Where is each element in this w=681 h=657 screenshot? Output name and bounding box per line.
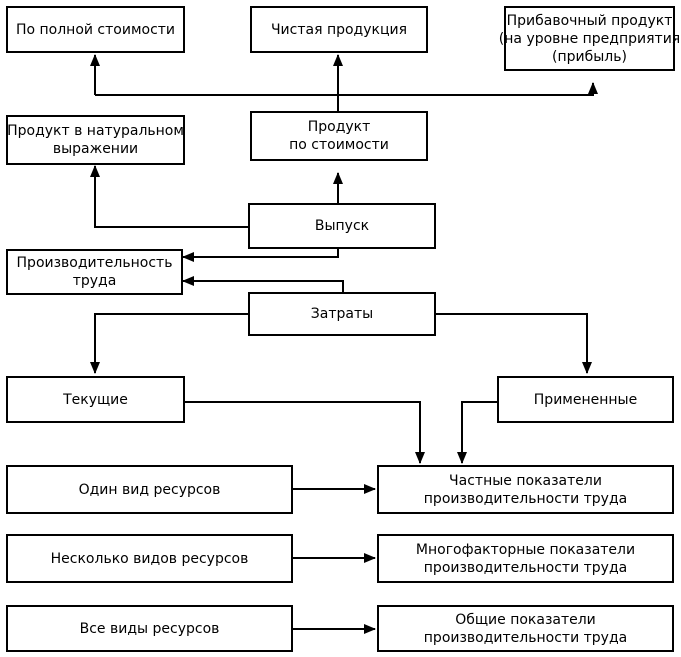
surplus-product-box: Прибавочный продукт (на уровне предприят… [499, 6, 680, 71]
output-text: Выпуск [314, 218, 370, 234]
costs-to-applied-arrow [436, 313, 592, 374]
costs-box: Затраты [248, 292, 436, 336]
current-text: Текущие [63, 391, 128, 408]
output-box: Выпуск [248, 203, 436, 249]
costs-to-current-arrow [90, 313, 248, 374]
multifactor-indicators-box: Многофакторные показатели производительн… [377, 534, 674, 583]
net-production-box: Чистая продукция [250, 6, 428, 53]
several-resources-box: Несколько видов ресурсов [6, 534, 293, 583]
output-to-natural-arrow [90, 165, 248, 228]
general-indicators-line-2: производительности труда [423, 629, 628, 646]
all-resources-text: Все виды ресурсов [79, 620, 220, 637]
costs-to-productivity-arrow [182, 276, 344, 292]
value-product-line-2: по стоимости [289, 137, 389, 153]
surplus-product-line-1: Прибавочный продукт [506, 12, 673, 29]
output-to-productivity-arrow [182, 249, 339, 262]
current-to-partial-arrow [185, 401, 425, 464]
natural-product-line-2: выражении [52, 141, 139, 157]
general-indicators-line-1: Общие показатели [455, 611, 596, 628]
full-cost-text: По полной стоимости [15, 21, 176, 38]
productivity-line-2: труда [72, 273, 117, 289]
partial-indicators-line-1: Частные показатели [449, 472, 602, 489]
partial-indicators-line-2: производительности труда [423, 490, 628, 507]
all-resources-box: Все виды ресурсов [6, 605, 293, 652]
value-product-box: Продукт по стоимости [250, 111, 428, 161]
surplus-product-line-2: (на уровне предприятия [498, 30, 681, 47]
partial-indicators-box: Частные показатели производительности тр… [377, 465, 674, 514]
productivity-line-1: Производительность [16, 255, 173, 271]
general-indicators-box: Общие показатели производительности труд… [377, 605, 674, 652]
value-product-line-1: Продукт [307, 119, 371, 135]
applied-box: Примененные [497, 376, 674, 423]
one-resource-text: Один вид ресурсов [78, 481, 221, 498]
surplus-product-line-3: (прибыль) [552, 48, 627, 65]
applied-text: Примененные [533, 391, 638, 408]
multifactor-indicators-line-2: производительности труда [423, 559, 628, 576]
one-resource-box: Один вид ресурсов [6, 465, 293, 514]
net-production-text: Чистая продукция [270, 21, 408, 38]
current-box: Текущие [6, 376, 185, 423]
natural-product-box: Продукт в натуральном выражении [6, 115, 185, 165]
productivity-box: Производительность труда [6, 249, 183, 295]
full-cost-box: По полной стоимости [6, 6, 185, 53]
several-resources-text: Несколько видов ресурсов [50, 550, 249, 567]
top-distribution-line [95, 82, 598, 96]
natural-product-line-1: Продукт в натуральном [7, 123, 184, 139]
multifactor-indicators-line-1: Многофакторные показатели [415, 541, 636, 558]
costs-text: Затраты [310, 306, 374, 322]
